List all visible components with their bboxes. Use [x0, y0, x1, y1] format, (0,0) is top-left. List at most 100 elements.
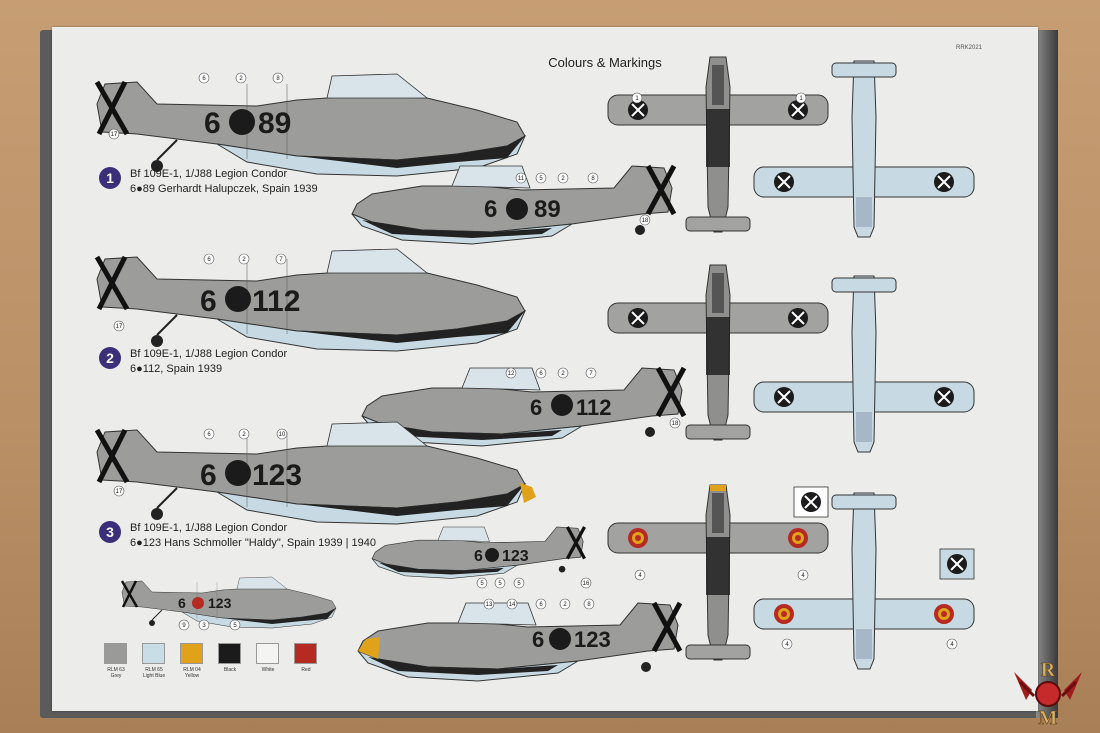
- svg-text:5: 5: [539, 176, 543, 182]
- callout-3: 3: [198, 619, 210, 631]
- callout-2b: 2: [557, 172, 569, 184]
- svg-text:1: 1: [635, 96, 639, 102]
- scheme-1-code-left: 6: [204, 107, 221, 140]
- callout-2c: 2: [238, 253, 250, 265]
- svg-text:5: 5: [498, 581, 502, 587]
- svg-text:6: 6: [200, 285, 217, 318]
- svg-text:123: 123: [574, 627, 611, 652]
- callout-18: 18: [639, 214, 651, 226]
- svg-text:17: 17: [116, 489, 123, 495]
- svg-text:17: 17: [116, 324, 123, 330]
- rm-watermark-logo: R M: [1014, 659, 1082, 728]
- scheme-3-right-profile: [358, 603, 680, 681]
- swatch-white: [256, 643, 279, 664]
- callout-10: 10: [276, 428, 288, 440]
- scheme-2-bottom-view: [753, 275, 975, 453]
- svg-text:4: 4: [801, 573, 805, 579]
- aircraft-profiles: 6 89 89 6 6 112 6 112 6 123 6 123 6 123 …: [52, 56, 975, 711]
- scheme-3-number: 3: [99, 521, 121, 543]
- callout-16: 16: [580, 577, 592, 589]
- svg-text:5: 5: [517, 581, 521, 587]
- callout-8c: 8: [583, 598, 595, 610]
- swatch-white-label: White: [261, 667, 275, 673]
- callout-12: 12: [505, 367, 517, 379]
- svg-text:4: 4: [785, 642, 789, 648]
- callout-17: 17: [108, 128, 120, 140]
- scheme-2-label: Bf 109E-1, 1/J88 Legion Condor 6●112, Sp…: [130, 347, 287, 377]
- callout-6: 6: [198, 72, 210, 84]
- svg-text:2: 2: [242, 432, 246, 438]
- callout-2f: 2: [559, 598, 571, 610]
- callout-9: 9: [178, 619, 190, 631]
- callout-1b: 1: [795, 92, 807, 104]
- callout-5e: 5: [229, 619, 241, 631]
- svg-text:13: 13: [486, 602, 493, 608]
- svg-text:6: 6: [202, 76, 206, 82]
- scheme-2-line1: Bf 109E-1, 1/J88 Legion Condor: [130, 348, 288, 360]
- svg-text:112: 112: [252, 285, 300, 318]
- svg-text:6: 6: [539, 371, 543, 377]
- callout-1a: 1: [631, 92, 643, 104]
- svg-text:1: 1: [799, 96, 803, 102]
- scheme-1-code-right: 89: [258, 107, 291, 140]
- svg-text:2: 2: [563, 602, 567, 608]
- svg-text:18: 18: [672, 421, 679, 427]
- callout-11: 11: [515, 172, 527, 184]
- scheme-1-line1: Bf 109E-1, 1/J88 Legion Condor: [130, 168, 288, 180]
- scheme-3-top-view: [607, 484, 829, 661]
- swatch-red: [294, 643, 317, 664]
- scheme-3-line1: Bf 109E-1, 1/J88 Legion Condor: [130, 522, 288, 534]
- svg-text:123: 123: [208, 595, 232, 611]
- svg-text:8: 8: [591, 176, 595, 182]
- svg-text:2: 2: [561, 371, 565, 377]
- swatch-black-label: Black: [223, 667, 237, 673]
- svg-text:4: 4: [638, 573, 642, 579]
- sheet-code: RRK2021: [955, 45, 982, 51]
- svg-text:12: 12: [508, 371, 515, 377]
- svg-text:6: 6: [530, 395, 542, 420]
- scheme-3-nose-yellow: [520, 483, 536, 503]
- box-side-rim: [1036, 30, 1058, 718]
- svg-text:M: M: [1039, 707, 1058, 728]
- callout-14: 14: [506, 598, 518, 610]
- callout-4c: 4: [781, 638, 793, 650]
- callout-6f: 6: [535, 598, 547, 610]
- callout-5b: 5: [476, 577, 488, 589]
- svg-text:3: 3: [202, 623, 206, 629]
- svg-text:10: 10: [279, 432, 286, 438]
- callout-17b: 17: [113, 320, 125, 332]
- svg-text:18: 18: [642, 218, 649, 224]
- swatch-red-label: Red: [301, 667, 311, 673]
- scheme-3-rudder-detail-b: [939, 548, 975, 580]
- svg-text:112: 112: [576, 395, 612, 420]
- svg-text:4: 4: [950, 642, 954, 648]
- svg-text:17: 17: [111, 132, 118, 138]
- svg-text:6: 6: [178, 595, 186, 611]
- svg-text:5: 5: [480, 581, 484, 587]
- svg-text:6: 6: [539, 602, 543, 608]
- callout-8: 8: [272, 72, 284, 84]
- svg-text:6: 6: [532, 627, 544, 652]
- svg-text:6: 6: [474, 548, 483, 565]
- svg-text:2: 2: [561, 176, 565, 182]
- callout-4a: 4: [634, 569, 646, 581]
- svg-text:6: 6: [207, 257, 211, 263]
- svg-text:6: 6: [207, 432, 211, 438]
- svg-text:123: 123: [502, 548, 529, 565]
- callout-7: 7: [275, 253, 287, 265]
- callout-2: 2: [235, 72, 247, 84]
- callout-6d: 6: [535, 367, 547, 379]
- scheme-1-label: Bf 109E-1, 1/J88 Legion Condor 6●89 Gerh…: [130, 167, 318, 197]
- swatch-rlm65: [142, 643, 165, 664]
- svg-text:16: 16: [583, 581, 590, 587]
- callout-4d: 4: [946, 638, 958, 650]
- callout-5c: 5: [494, 577, 506, 589]
- svg-text:8: 8: [587, 602, 591, 608]
- sheet-title: Colours & Markings: [548, 55, 662, 70]
- scheme-2-left-profile: [97, 249, 525, 351]
- scheme-3-line2: 6●123 Hans Schmoller "Haldy", Spain 1939…: [130, 537, 377, 549]
- callout-17c: 17: [113, 485, 125, 497]
